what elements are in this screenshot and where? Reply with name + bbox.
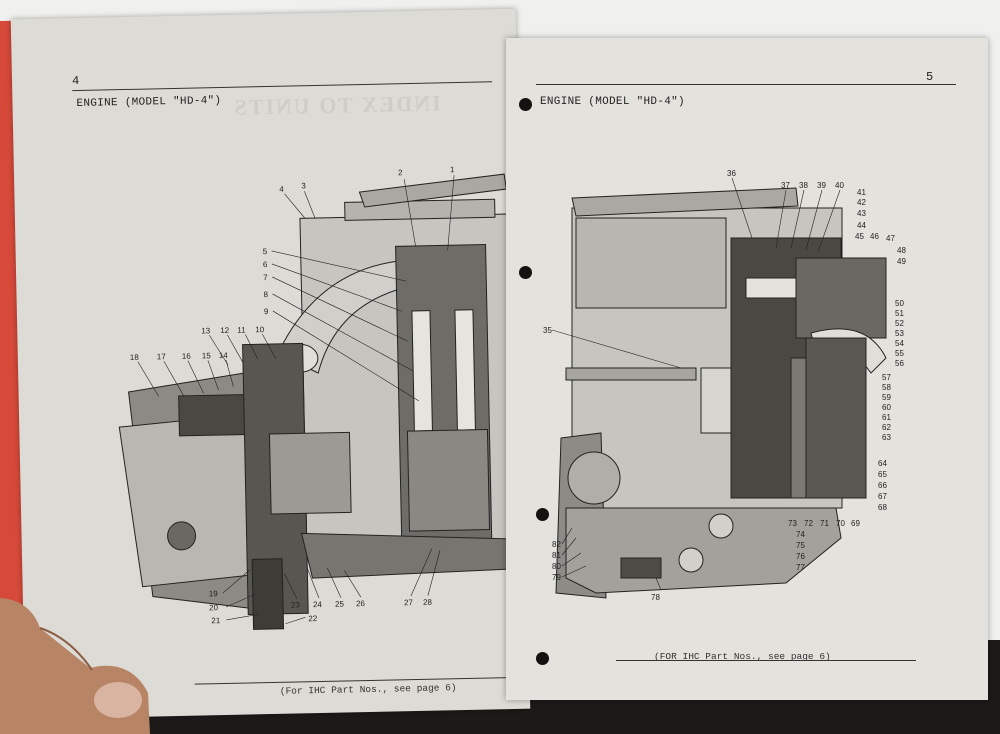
callout-60: 60 [882,403,891,412]
engine-cutaway-right-diagram: 35 36 37 38 39 40 41 42 43 44 45 46 47 4… [543,169,906,602]
hand-photo [0,598,150,734]
callout-21: 21 [211,616,221,625]
callout-57: 57 [882,373,891,382]
callout-11: 11 [237,326,246,335]
callout-75: 75 [796,541,805,550]
callout-78: 78 [651,593,660,602]
callout-48: 48 [897,246,906,255]
right-footer-rule [616,660,916,661]
callout-76: 76 [796,552,805,561]
callout-66: 66 [878,481,887,490]
callout-51: 51 [895,309,904,318]
binder-hole-lower [536,508,549,521]
callout-41: 41 [857,188,866,197]
callout-6: 6 [263,260,268,269]
callout-18: 18 [130,353,140,362]
callout-7: 7 [263,273,268,282]
callout-5: 5 [263,247,268,256]
callout-82: 82 [552,540,561,549]
callout-28: 28 [423,598,433,607]
binder-hole-bottom [536,652,549,665]
callout-67: 67 [878,492,887,501]
callout-4: 4 [279,185,284,194]
callout-77: 77 [796,563,805,572]
right-page-footer: (FOR IHC Part Nos., see page 6) [654,651,831,662]
callout-74: 74 [796,530,805,539]
callout-13: 13 [201,326,211,335]
callout-26: 26 [356,599,366,608]
callout-43: 43 [857,209,866,218]
callout-70: 70 [836,519,845,528]
callout-55: 55 [895,349,904,358]
callout-39: 39 [817,181,826,190]
callout-53: 53 [895,329,904,338]
callout-42: 42 [857,198,866,207]
callout-27: 27 [404,598,414,607]
callout-20: 20 [209,603,219,612]
callout-65: 65 [878,470,887,479]
callout-3: 3 [301,181,306,190]
callout-63: 63 [882,433,891,442]
callout-15: 15 [202,351,212,360]
right-header-rule [536,84,956,85]
callout-38: 38 [799,181,808,190]
callout-59: 59 [882,393,891,402]
callout-22: 22 [308,614,318,623]
callout-50: 50 [895,299,904,308]
callout-10: 10 [255,325,265,334]
callout-16: 16 [182,352,192,361]
callout-44: 44 [857,221,866,230]
callout-73: 73 [788,519,797,528]
callout-23: 23 [291,600,301,609]
callout-71: 71 [820,519,829,528]
right-page: 5 ENGINE (MODEL "HD-4") 35 36 [506,38,988,700]
callout-56: 56 [895,359,904,368]
callout-37: 37 [781,181,790,190]
callout-35: 35 [543,326,552,335]
callout-62: 62 [882,423,891,432]
binder-hole-middle [519,266,532,279]
callout-45: 45 [855,232,864,241]
callout-14: 14 [219,351,229,360]
callout-80: 80 [552,562,561,571]
callout-1: 1 [450,165,455,174]
callout-79: 79 [552,573,561,582]
callout-47: 47 [886,234,895,243]
callout-58: 58 [882,383,891,392]
callout-61: 61 [882,413,891,422]
callout-69: 69 [851,519,860,528]
callout-72: 72 [804,519,813,528]
right-page-header: ENGINE (MODEL "HD-4") [540,96,685,108]
callout-8: 8 [263,290,268,299]
callout-64: 64 [878,459,887,468]
callout-52: 52 [895,319,904,328]
binder-hole-top [519,98,532,111]
left-page: 4 ENGINE (MODEL "HD-4") INDEX TO UNITS 1… [10,8,531,720]
callout-36: 36 [727,169,736,178]
callout-81: 81 [552,551,561,560]
callout-49: 49 [897,257,906,266]
callout-24: 24 [313,600,323,609]
callout-19: 19 [209,589,219,598]
callout-54: 54 [895,339,904,348]
callout-25: 25 [335,600,345,609]
callout-17: 17 [157,352,167,361]
callout-40: 40 [835,181,844,190]
callout-12: 12 [220,326,230,335]
callout-2: 2 [398,168,403,177]
callout-46: 46 [870,232,879,241]
engine-cutaway-left-diagram: 1 2 3 4 5 6 7 8 9 10 11 12 13 14 15 16 1… [118,165,518,630]
callout-9: 9 [264,307,269,316]
callout-68: 68 [878,503,887,512]
right-page-number: 5 [926,70,934,84]
